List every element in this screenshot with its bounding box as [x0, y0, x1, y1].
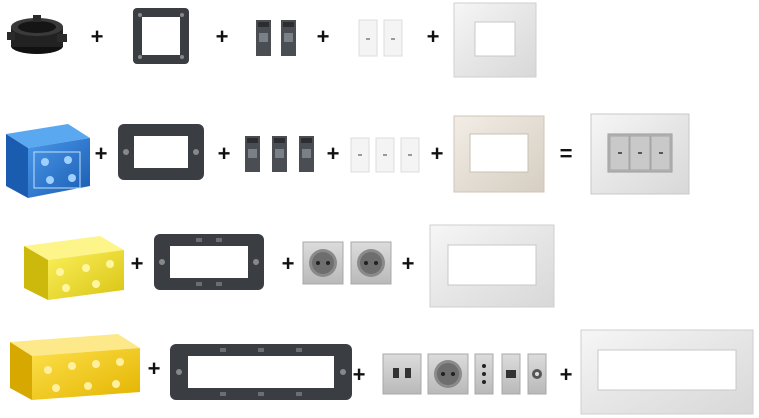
socket-icon — [350, 241, 392, 285]
plus-operator: + — [94, 141, 108, 166]
key-cover-icon — [375, 137, 395, 173]
plus-operator: + — [430, 141, 444, 166]
cover-plate-icon — [453, 2, 537, 78]
cover-plate-icon — [429, 224, 555, 308]
plus-operator: + — [559, 362, 573, 387]
plus-operator: + — [326, 141, 340, 166]
switch-mechanism-icon — [245, 136, 260, 172]
plus-operator: + — [426, 24, 440, 49]
key-cover-icon — [400, 137, 420, 173]
plus-operator: + — [215, 24, 229, 49]
usb-outlet-icon — [382, 353, 422, 395]
mounting-frame-icon — [170, 344, 352, 400]
key-cover-icon — [358, 19, 378, 57]
mounting-frame-icon — [154, 234, 264, 290]
plus-operator: + — [316, 24, 330, 49]
switch-mechanism-icon — [281, 20, 296, 56]
junction-box-icon — [10, 334, 140, 400]
socket-icon — [302, 241, 344, 285]
equals-operator: = — [559, 141, 573, 166]
switch-mechanism-icon — [272, 136, 287, 172]
data-outlet-icon — [501, 353, 521, 395]
plus-operator: + — [401, 251, 415, 276]
data-outlet-icon — [527, 353, 547, 395]
plus-operator: + — [147, 356, 161, 381]
socket-icon — [427, 353, 469, 395]
key-cover-icon — [350, 137, 370, 173]
switch-mechanism-icon — [256, 20, 271, 56]
junction-box-icon — [7, 15, 67, 54]
switch-mechanism-icon — [299, 136, 314, 172]
junction-box-icon — [24, 236, 124, 300]
mounting-frame-icon — [118, 124, 204, 180]
plus-operator: + — [281, 251, 295, 276]
cover-plate-icon — [580, 329, 754, 415]
plus-operator: + — [217, 141, 231, 166]
assembled-plate-icon — [590, 113, 690, 195]
plus-operator: + — [90, 24, 104, 49]
plus-operator: + — [130, 251, 144, 276]
socket-icon — [474, 353, 494, 395]
key-cover-icon — [383, 19, 403, 57]
mounting-frame-icon — [133, 8, 189, 64]
junction-box-icon — [6, 124, 90, 198]
cover-plate-icon — [453, 115, 545, 193]
plus-operator: + — [352, 362, 366, 387]
